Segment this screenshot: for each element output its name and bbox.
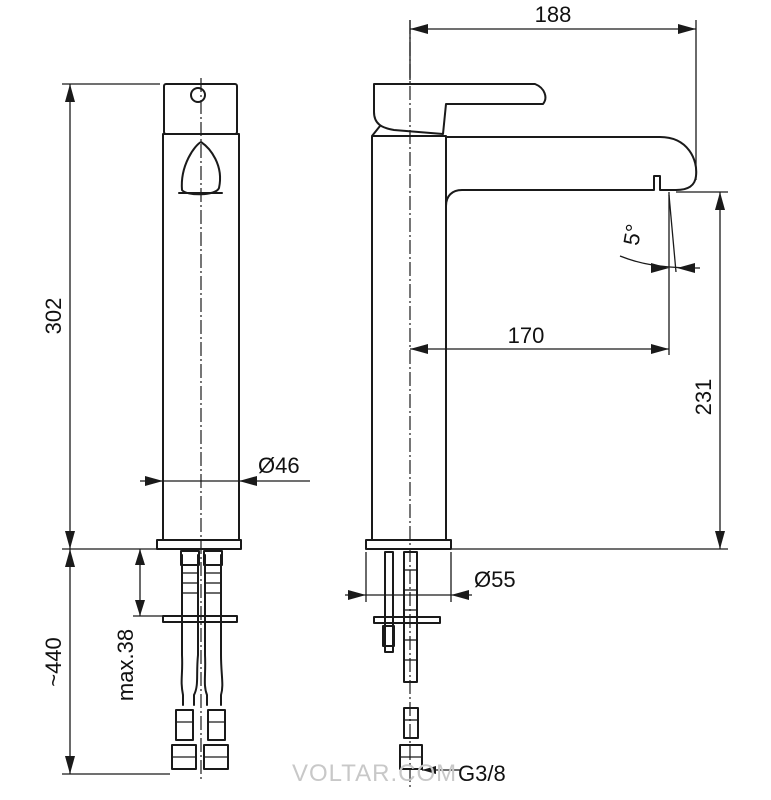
- spout: [445, 136, 698, 207]
- base-ring: [156, 539, 242, 550]
- front-base-ring: [365, 539, 452, 550]
- dim-label-302: 302: [41, 298, 66, 335]
- side-view: [156, 78, 242, 780]
- hose-thread-marks: [182, 572, 221, 594]
- dim-label-188: 188: [535, 2, 572, 27]
- hose-right-outer: [220, 554, 224, 706]
- left-dimensions: 302 ~440 max.38 Ø46: [41, 83, 310, 775]
- front-connector: [403, 707, 419, 739]
- connector-left: [175, 709, 194, 741]
- dim-label-46: Ø46: [258, 453, 300, 478]
- dim-label-38: max.38: [113, 629, 138, 701]
- front-view: [365, 20, 698, 790]
- watermark: VOLTAR.COM: [292, 760, 457, 787]
- dim-label-g38: G3/8: [458, 761, 506, 786]
- fitting-top-left: [180, 550, 200, 566]
- hose-right-inner: [203, 554, 208, 706]
- front-mounting-plate: [373, 616, 441, 624]
- dim-label-231: 231: [691, 379, 716, 416]
- right-dimensions: 188 170 231 5° Ø55 G3/8: [345, 2, 728, 786]
- side-tube-fitting: [382, 625, 395, 647]
- fitting-top-right: [203, 550, 223, 566]
- dim-label-angle: 5°: [618, 222, 646, 247]
- dim-label-55: Ø55: [474, 567, 516, 592]
- handle-hole: [190, 87, 206, 103]
- lever-handle: [373, 83, 547, 135]
- connector-right: [207, 709, 226, 741]
- mounting-plate: [162, 615, 238, 623]
- hose-left-outer: [180, 554, 184, 706]
- dim-label-170: 170: [508, 323, 545, 348]
- dim-label-440: ~440: [41, 637, 66, 687]
- side-tube: [384, 551, 394, 653]
- hose-left-inner: [193, 554, 199, 706]
- angle-line: [668, 194, 677, 273]
